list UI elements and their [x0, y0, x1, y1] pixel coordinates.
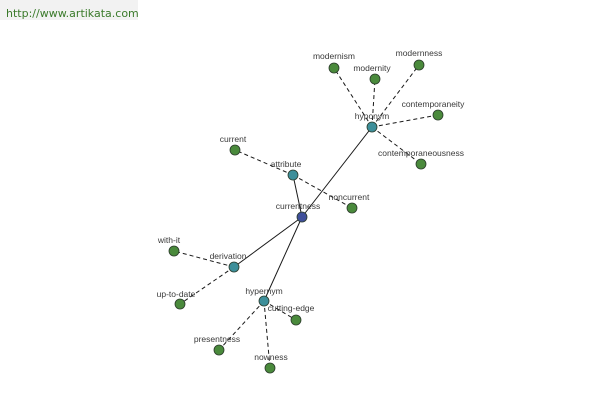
edge-attribute-noncurrent — [292, 174, 353, 209]
edge-hyponym-contemporaneousness — [371, 126, 422, 165]
node-label-currentness[interactable]: currentness — [276, 201, 320, 211]
node-label-derivation[interactable]: derivation — [210, 251, 247, 261]
node-label-modernism[interactable]: modernism — [313, 51, 355, 61]
node-contemporaneity[interactable] — [432, 109, 444, 121]
edge-hyponym-modernness — [371, 64, 420, 128]
edge-hypernym-cutting-edge — [263, 300, 297, 321]
node-label-current[interactable]: current — [220, 134, 247, 144]
node-modernism[interactable] — [328, 62, 340, 74]
node-label-attribute[interactable]: attribute — [271, 159, 302, 169]
url-banner: http://www.artikata.com — [0, 0, 139, 20]
node-up-to-date[interactable] — [174, 298, 186, 310]
node-attribute[interactable] — [287, 169, 299, 181]
edge-attribute-current — [234, 149, 294, 176]
node-label-hyponym[interactable]: hyponym — [355, 111, 390, 121]
graph-labels: currentness hyponym attribute derivation hyp… — [157, 48, 466, 362]
node-label-contemporaneity[interactable]: contemporaneity — [402, 99, 466, 109]
graph-nodes — [168, 59, 444, 374]
graph-edges — [173, 64, 439, 369]
edge-derivation-with-it — [173, 250, 235, 268]
node-label-modernity[interactable]: modernity — [353, 63, 391, 73]
edge-hyponym-modernity — [371, 78, 376, 128]
node-label-noncurrent[interactable]: noncurrent — [329, 192, 370, 202]
node-label-modernness[interactable]: modernness — [396, 48, 443, 58]
node-label-presentness[interactable]: presentness — [194, 334, 240, 344]
edge-hypernym-nowness — [263, 300, 271, 369]
node-currentness[interactable] — [296, 211, 308, 223]
site-url-link[interactable]: http://www.artikata.com — [6, 7, 139, 20]
edge-derivation-up-to-date — [179, 266, 235, 305]
edge-hyponym-modernism — [333, 67, 373, 128]
node-cutting-edge[interactable] — [290, 314, 302, 326]
edge-currentness-derivation — [233, 216, 303, 268]
node-current[interactable] — [229, 144, 241, 156]
node-derivation[interactable] — [228, 261, 240, 273]
node-label-hypernym[interactable]: hypernym — [245, 286, 282, 296]
node-hypernym[interactable] — [258, 295, 270, 307]
edge-currentness-hyponym — [301, 126, 373, 218]
node-label-nowness[interactable]: nowness — [254, 352, 288, 362]
node-modernness[interactable] — [413, 59, 425, 71]
edge-currentness-hypernym — [263, 216, 303, 302]
node-presentness[interactable] — [213, 344, 225, 356]
node-nowness[interactable] — [264, 362, 276, 374]
node-label-cutting-edge[interactable]: cutting-edge — [268, 303, 315, 313]
node-label-up-to-date[interactable]: up-to-date — [157, 289, 196, 299]
node-with-it[interactable] — [168, 245, 180, 257]
node-contemporaneousness[interactable] — [415, 158, 427, 170]
edge-currentness-attribute — [292, 174, 303, 218]
node-label-contemporaneousness[interactable]: contemporaneousness — [378, 148, 464, 158]
node-noncurrent[interactable] — [346, 202, 358, 214]
node-modernity[interactable] — [369, 73, 381, 85]
node-hyponym[interactable] — [366, 121, 378, 133]
node-label-with-it[interactable]: with-it — [157, 235, 181, 245]
